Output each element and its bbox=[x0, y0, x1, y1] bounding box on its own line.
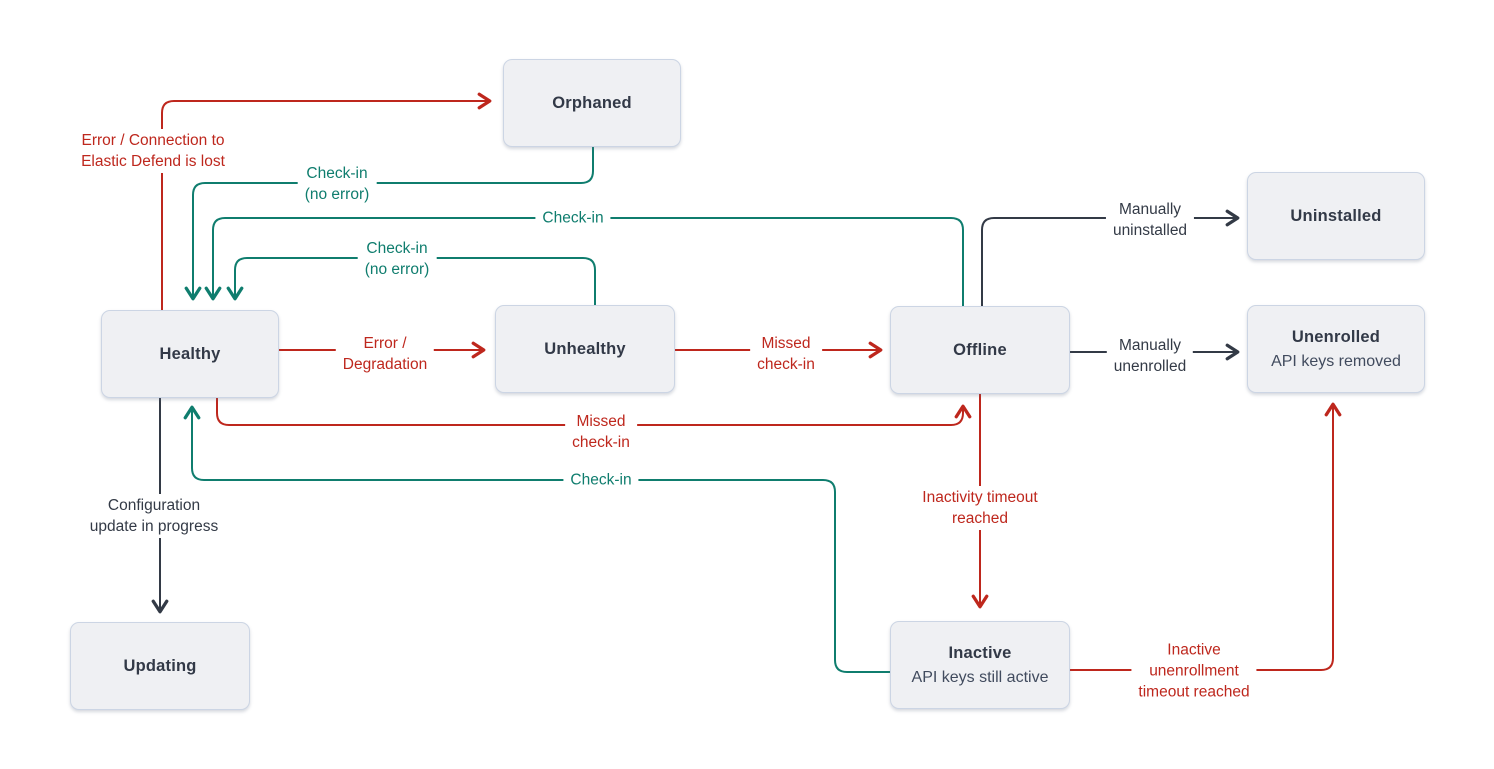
edge-label-line: (no error) bbox=[364, 261, 430, 278]
node-title: Uninstalled bbox=[1290, 206, 1382, 225]
node-sublabel: API keys removed bbox=[1271, 352, 1401, 370]
edge-label-line: timeout reached bbox=[1138, 683, 1250, 701]
node-title: Offline bbox=[953, 340, 1007, 359]
edge-label-line: Manually bbox=[1118, 337, 1182, 354]
node-inactive: Inactive API keys still active bbox=[890, 621, 1070, 709]
edge-label-inactive-to-unenrolled: Inactive unenrollment timeout reached bbox=[1131, 638, 1257, 704]
node-sublabel: API keys still active bbox=[911, 668, 1049, 686]
edge-label-unhealthy-to-healthy: Check-in (no error) bbox=[357, 237, 437, 281]
node-offline: Offline bbox=[890, 306, 1070, 394]
node-title: Inactive bbox=[948, 643, 1012, 662]
edge-label-offline-to-uninstalled: Manually uninstalled bbox=[1105, 198, 1195, 242]
edge-label-line: Check-in bbox=[542, 209, 604, 227]
edge-label-line: Elastic Defend is lost bbox=[81, 153, 225, 170]
node-title: Unhealthy bbox=[544, 339, 626, 358]
edge-label-line: uninstalled bbox=[1112, 222, 1188, 239]
edge-label-line: unenrolled bbox=[1113, 358, 1187, 375]
edge-label-line: Check-in bbox=[570, 471, 632, 489]
edge-offline-to-healthy bbox=[204, 217, 964, 307]
edge-label-line: Configuration bbox=[107, 497, 201, 514]
edge-label-healthy-to-updating: Configuration update in progress bbox=[82, 494, 226, 538]
node-orphaned: Orphaned bbox=[503, 59, 681, 147]
edge-label-healthy-to-unhealthy: Error / Degradation bbox=[335, 332, 435, 376]
edge-label-line: Check-in bbox=[366, 240, 428, 257]
edge-label-line: Error / Connection to bbox=[81, 132, 225, 149]
edge-label-line: Error / bbox=[363, 335, 407, 352]
node-unhealthy: Unhealthy bbox=[495, 305, 675, 393]
edge-label-healthy-to-orphaned: Error / Connection to Elastic Defend is … bbox=[74, 129, 232, 173]
node-title: Unenrolled bbox=[1291, 327, 1381, 346]
edge-healthy-to-orphaned bbox=[161, 92, 492, 311]
node-title: Orphaned bbox=[552, 93, 632, 112]
edge-label-line: check-in bbox=[757, 356, 815, 373]
edge-label-unhealthy-to-offline: Missed check-in bbox=[750, 332, 822, 376]
edge-label-line: Manually bbox=[1118, 201, 1182, 218]
edge-label-healthy-to-offline: Missed check-in bbox=[565, 410, 637, 454]
edge-label-offline-to-healthy: Check-in bbox=[535, 206, 611, 230]
edge-label-line: Degradation bbox=[342, 356, 428, 373]
node-title: Healthy bbox=[159, 344, 221, 363]
edge-offline-to-uninstalled bbox=[981, 209, 1240, 307]
edge-label-line: Missed bbox=[761, 335, 811, 352]
edge-inactive-to-healthy bbox=[183, 405, 891, 673]
edge-label-line: Inactive bbox=[1167, 641, 1221, 659]
edge-label-line: (no error) bbox=[304, 186, 370, 203]
edge-label-orphaned-to-healthy: Check-in (no error) bbox=[297, 162, 377, 206]
node-title: Updating bbox=[123, 656, 197, 675]
edge-label-line: unenrollment bbox=[1149, 662, 1239, 680]
node-updating: Updating bbox=[70, 622, 250, 710]
node-unenrolled: Unenrolled API keys removed bbox=[1247, 305, 1425, 393]
edge-inactive-to-unenrolled bbox=[1069, 402, 1342, 671]
edge-label-line: Inactivity timeout bbox=[922, 489, 1038, 506]
edge-label-line: Check-in bbox=[306, 165, 368, 182]
edge-label-line: check-in bbox=[572, 434, 630, 451]
edge-label-line: Missed bbox=[576, 413, 626, 430]
edge-label-offline-to-unenrolled: Manually unenrolled bbox=[1106, 334, 1194, 378]
node-uninstalled: Uninstalled bbox=[1247, 172, 1425, 260]
edge-orphaned-to-healthy bbox=[184, 145, 594, 301]
edge-label-line: update in progress bbox=[89, 518, 219, 535]
edge-label-offline-to-inactive: Inactivity timeout reached bbox=[915, 486, 1045, 530]
node-healthy: Healthy bbox=[101, 310, 279, 398]
edge-label-line: reached bbox=[951, 510, 1008, 527]
edge-label-inactive-to-healthy: Check-in bbox=[563, 468, 639, 492]
